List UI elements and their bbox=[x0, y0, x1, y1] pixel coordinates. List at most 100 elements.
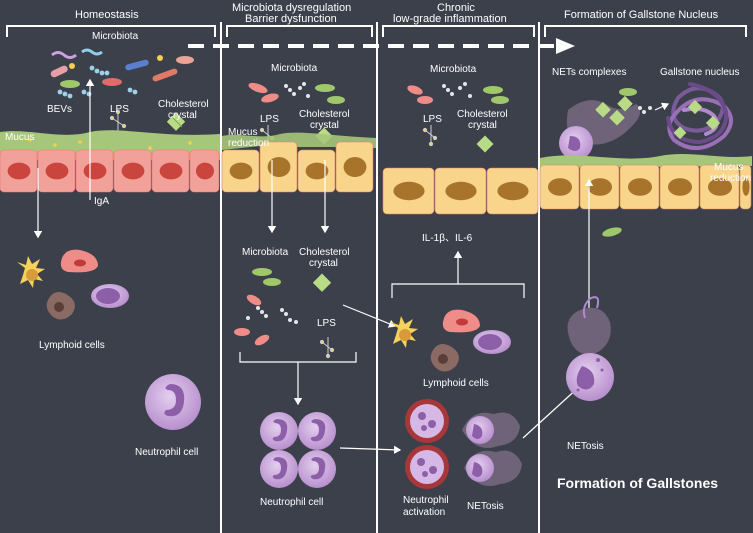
neutrophil-nucleus bbox=[310, 419, 326, 442]
p1-label-lymphoid-cells: Lymphoid cells bbox=[39, 340, 105, 351]
cell-nucleus bbox=[588, 178, 612, 196]
p2-label-crystal-low: crystal bbox=[309, 258, 338, 269]
cell-nucleus bbox=[45, 162, 69, 180]
panel2-lps-low bbox=[319, 337, 335, 359]
p3-label-crystal: crystal bbox=[468, 120, 497, 131]
p3-label-neutrophil: Neutrophil bbox=[403, 495, 449, 506]
header-microbiota-dysregulation: Microbiota dysregulation bbox=[232, 2, 352, 14]
panel1-epithelium bbox=[0, 149, 220, 193]
p3-label-netosis: NETosis bbox=[467, 501, 504, 512]
panel1-microbiota-cluster bbox=[50, 48, 194, 99]
panel2-microbiota-low bbox=[234, 268, 298, 346]
panel3-netosis-cells bbox=[462, 412, 522, 486]
p2-label-cholesterol-top: Cholesterol bbox=[299, 109, 350, 120]
panel1-neutrophil bbox=[145, 374, 201, 430]
panel2-microbiota-top bbox=[248, 82, 345, 104]
neutrophil-nucleus bbox=[272, 457, 288, 480]
p3-label-activation: activation bbox=[403, 507, 446, 518]
p4-title-formation-of-gallstones: Formation of Gallstones bbox=[557, 475, 719, 491]
cell-nucleus bbox=[121, 162, 145, 180]
panel4-gallstone-nucleus bbox=[666, 82, 733, 150]
cell-nucleus bbox=[393, 181, 425, 201]
header-gallstone-nucleus-formation: Formation of Gallstone Nucleus bbox=[564, 9, 719, 21]
cell-nucleus bbox=[229, 162, 253, 180]
header-homeostasis: Homeostasis bbox=[75, 9, 139, 21]
panel3-neutrophil-activation bbox=[405, 399, 449, 489]
cell-nucleus bbox=[343, 157, 367, 177]
p1-label-crystal: crystal bbox=[168, 110, 197, 121]
p2-label-crystal-top: crystal bbox=[310, 120, 339, 131]
cell-nucleus bbox=[548, 178, 572, 196]
panel2-epithelium bbox=[221, 141, 374, 193]
p1-label-neutrophil-cell: Neutrophil cell bbox=[135, 447, 199, 458]
cell-nucleus bbox=[196, 162, 214, 180]
cell-nucleus bbox=[83, 162, 107, 180]
panel4-mucus bbox=[540, 154, 752, 168]
p1-label-mucus: Mucus bbox=[5, 132, 35, 143]
cell-nucleus bbox=[267, 157, 291, 177]
panel1-arrows bbox=[33, 78, 95, 239]
header-barrier-dysfunction: Barrier dysfunction bbox=[245, 13, 337, 25]
panel2-crystal-low bbox=[312, 273, 332, 292]
panel4-nets-complex bbox=[559, 88, 670, 160]
panel2-neutrophil-cluster bbox=[260, 412, 336, 488]
p2-label-cholesterol-low: Cholesterol bbox=[299, 247, 350, 258]
p3-label-cytokines: IL-1β、IL-6 bbox=[422, 233, 473, 244]
p2-label-microbiota-top: Microbiota bbox=[271, 63, 318, 74]
dendritic-cell bbox=[17, 256, 45, 288]
cell-nucleus bbox=[708, 178, 732, 196]
p1-label-microbiota: Microbiota bbox=[92, 31, 139, 42]
neutrophil-nucleus bbox=[272, 419, 288, 442]
p2-label-lps-top: LPS bbox=[260, 114, 279, 125]
neutrophil-nucleus bbox=[310, 457, 326, 480]
p2-label-neutrophil-cell: Neutrophil cell bbox=[260, 497, 324, 508]
panel-dividers bbox=[220, 22, 540, 533]
p2-label-mucus: Mucus bbox=[228, 127, 258, 138]
p1-label-lps: LPS bbox=[110, 104, 129, 115]
cell-nucleus bbox=[628, 178, 652, 196]
cell-nucleus bbox=[742, 178, 750, 196]
cell-nucleus bbox=[497, 181, 529, 201]
p1-label-cholesterol: Cholesterol bbox=[158, 99, 209, 110]
panel4-netosis-cell bbox=[566, 296, 614, 401]
panel4-epithelium bbox=[539, 164, 752, 210]
p4-label-netosis: NETosis bbox=[567, 441, 604, 452]
panel3-lps bbox=[422, 125, 438, 147]
header-low-grade-inflammation: low-grade inflammation bbox=[393, 13, 507, 25]
panel3-lymphoid-cells bbox=[390, 309, 511, 372]
timeline-arrow bbox=[188, 38, 575, 54]
panel4-bacteria-below bbox=[602, 227, 622, 237]
cell-nucleus bbox=[305, 162, 329, 180]
p4-label-mucus: Mucus bbox=[714, 162, 744, 173]
neutrophil-cell bbox=[298, 412, 336, 450]
p3-label-cholesterol: Cholesterol bbox=[457, 109, 508, 120]
cell-nucleus bbox=[7, 162, 31, 180]
panel3-epithelium bbox=[382, 167, 539, 215]
p3-label-microbiota: Microbiota bbox=[430, 64, 477, 75]
cell-nucleus bbox=[159, 162, 183, 180]
neutrophil-cell bbox=[260, 412, 298, 450]
panel2-arrows bbox=[239, 160, 402, 454]
panel1-cholesterol-crystal bbox=[166, 112, 186, 131]
panel3-crystal bbox=[476, 135, 494, 153]
panel3-arrows bbox=[391, 250, 581, 439]
p3-label-lymphoid-cells: Lymphoid cells bbox=[423, 378, 489, 389]
p2-label-microbiota-low: Microbiota bbox=[242, 247, 289, 258]
p4-label-reduction: reduction bbox=[710, 173, 752, 184]
panel1-lymphoid-cells bbox=[17, 249, 129, 320]
neutrophil-cell bbox=[260, 450, 298, 488]
p3-label-lps: LPS bbox=[423, 114, 442, 125]
cell-nucleus bbox=[445, 181, 477, 201]
header-chronic: Chronic bbox=[437, 2, 475, 14]
p2-label-reduction: reduction bbox=[228, 138, 270, 149]
p1-label-iga: IgA bbox=[94, 196, 110, 207]
panel3-microbiota bbox=[407, 82, 509, 104]
p1-label-bevs: BEVs bbox=[47, 104, 73, 115]
cell-nucleus bbox=[668, 178, 692, 196]
neutrophil-cell bbox=[298, 450, 336, 488]
p4-label-nets-complexes: NETs complexes bbox=[552, 67, 627, 78]
header-brackets bbox=[6, 25, 747, 37]
p2-label-lps-low: LPS bbox=[317, 318, 336, 329]
